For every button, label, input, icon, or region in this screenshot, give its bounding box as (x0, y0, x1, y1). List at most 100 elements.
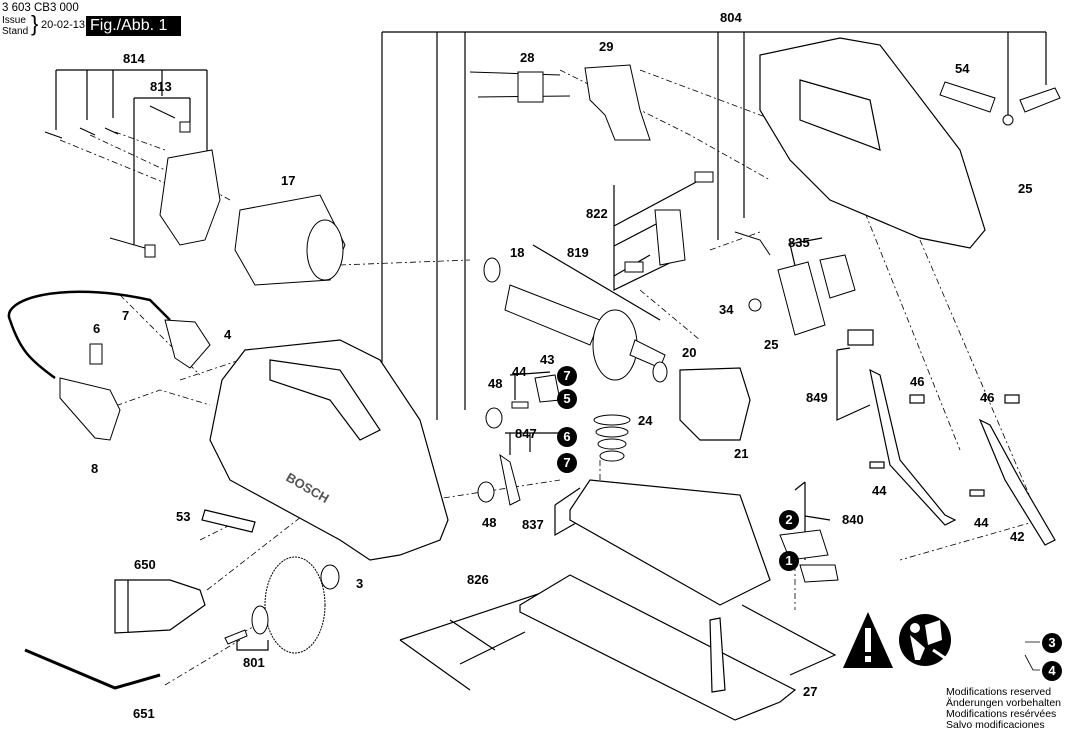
callout-46-right: 46 (980, 390, 995, 405)
flange-3 (320, 564, 340, 590)
part-number: 3 603 CB3 000 (2, 2, 79, 14)
notice-es: Salvo modificaciones (946, 719, 1045, 731)
callout-8: 8 (91, 461, 99, 476)
callout-20: 20 (682, 345, 697, 360)
callout-21: 21 (734, 446, 749, 461)
callout-24: 24 (638, 413, 653, 428)
issue-stand-label: Issue Stand (2, 15, 28, 37)
cord-clamp (89, 343, 103, 365)
callout-18: 18 (510, 245, 525, 260)
notice-fr: Modifications resérvées (946, 708, 1057, 720)
note-badge-5: 5 (557, 389, 577, 409)
label-plate-54 (939, 81, 996, 113)
switch-29 (584, 64, 651, 141)
callout-6: 6 (93, 321, 101, 336)
callout-4: 4 (224, 327, 232, 342)
callout-801: 801 (243, 655, 265, 670)
spring-24 (593, 414, 631, 462)
brace: } (31, 11, 39, 36)
callout-849: 849 (806, 390, 828, 405)
callout-804: 804 (720, 10, 742, 25)
housing-left (209, 339, 449, 561)
warning-triangle-icon (843, 612, 893, 668)
callout-826: 826 (467, 572, 489, 587)
figure-label: Fig./Abb. 1 (86, 16, 181, 36)
callout-25-top: 25 (1018, 181, 1033, 196)
gear-48-bottom (477, 481, 495, 503)
brush-holder (159, 149, 221, 246)
note-badge-4: 4 (1042, 661, 1062, 681)
callout-28: 28 (520, 50, 535, 65)
callout-27: 27 (803, 684, 818, 699)
callout-44-right2: 44 (974, 515, 989, 530)
callout-837: 837 (522, 517, 544, 532)
power-cord (7, 290, 171, 380)
leader-814 (55, 69, 208, 160)
callout-48-bottom: 48 (482, 515, 497, 530)
read-manual-icon (899, 614, 951, 666)
leader-847 (505, 432, 560, 455)
lever-42 (978, 418, 1056, 546)
label-strip-53 (201, 509, 256, 533)
hex-key-651 (24, 648, 161, 690)
callout-3: 3 (356, 576, 364, 591)
callout-814: 814 (123, 51, 145, 66)
field-stator (234, 194, 346, 286)
base-plate-27 (519, 574, 797, 721)
callout-44-right1: 44 (872, 483, 887, 498)
lever-847 (499, 453, 521, 506)
leader-819 (532, 244, 661, 321)
cover-835 (777, 261, 826, 336)
cord-plug (164, 319, 211, 369)
callout-813: 813 (150, 79, 172, 94)
leader-849 (836, 347, 871, 421)
saw-blade (264, 556, 326, 654)
issue-label: Issue (2, 15, 26, 26)
callout-7: 7 (122, 308, 130, 323)
callout-29: 29 (599, 39, 614, 54)
lever-button (847, 329, 874, 346)
strain-relief (59, 377, 121, 441)
note-badge-3: 3 (1042, 633, 1062, 653)
callout-48-top: 48 (488, 376, 503, 391)
housing-right (759, 37, 986, 249)
callout-44-center: 44 (512, 364, 527, 379)
leader-813 (133, 97, 191, 245)
callout-46-left: 46 (910, 374, 925, 389)
blade-guard-837 (569, 479, 771, 606)
lever-849 (869, 368, 957, 526)
leader-801 (236, 640, 269, 651)
gear-housing (679, 367, 751, 441)
callout-651: 651 (133, 706, 155, 721)
modifications-notice: Modifications reserved Änderungen vorbeh… (946, 687, 1061, 731)
lock-lever (654, 209, 686, 266)
issue-date: 20-02-13 (41, 19, 86, 31)
note-badge-1: 1 (779, 551, 799, 571)
flange-801 (251, 605, 269, 635)
callout-822: 822 (586, 206, 608, 221)
callout-43: 43 (540, 352, 555, 367)
callout-54: 54 (955, 61, 970, 76)
callout-835: 835 (788, 235, 810, 250)
leader-44 (509, 371, 551, 400)
callout-17: 17 (281, 173, 296, 188)
leader-804 (381, 31, 1047, 503)
note-badge-6: 6 (557, 427, 577, 447)
note-badge-7b: 7 (557, 453, 577, 473)
dust-nozzle-650 (114, 579, 206, 634)
note-badge-2: 2 (779, 510, 799, 530)
callout-42: 42 (1010, 529, 1025, 544)
notice-de: Änderungen vorbehalten (946, 697, 1062, 709)
callout-53: 53 (176, 509, 191, 524)
cable-sleeve (1019, 87, 1061, 113)
callout-25-mid: 25 (764, 337, 779, 352)
callout-840: 840 (842, 512, 864, 527)
callout-34: 34 (719, 302, 734, 317)
note-badge-7: 7 (557, 366, 577, 386)
callout-847: 847 (515, 426, 537, 441)
stand-label: Stand (2, 26, 29, 37)
armature (483, 257, 668, 383)
callout-819: 819 (567, 245, 589, 260)
leader-822 (613, 179, 701, 291)
